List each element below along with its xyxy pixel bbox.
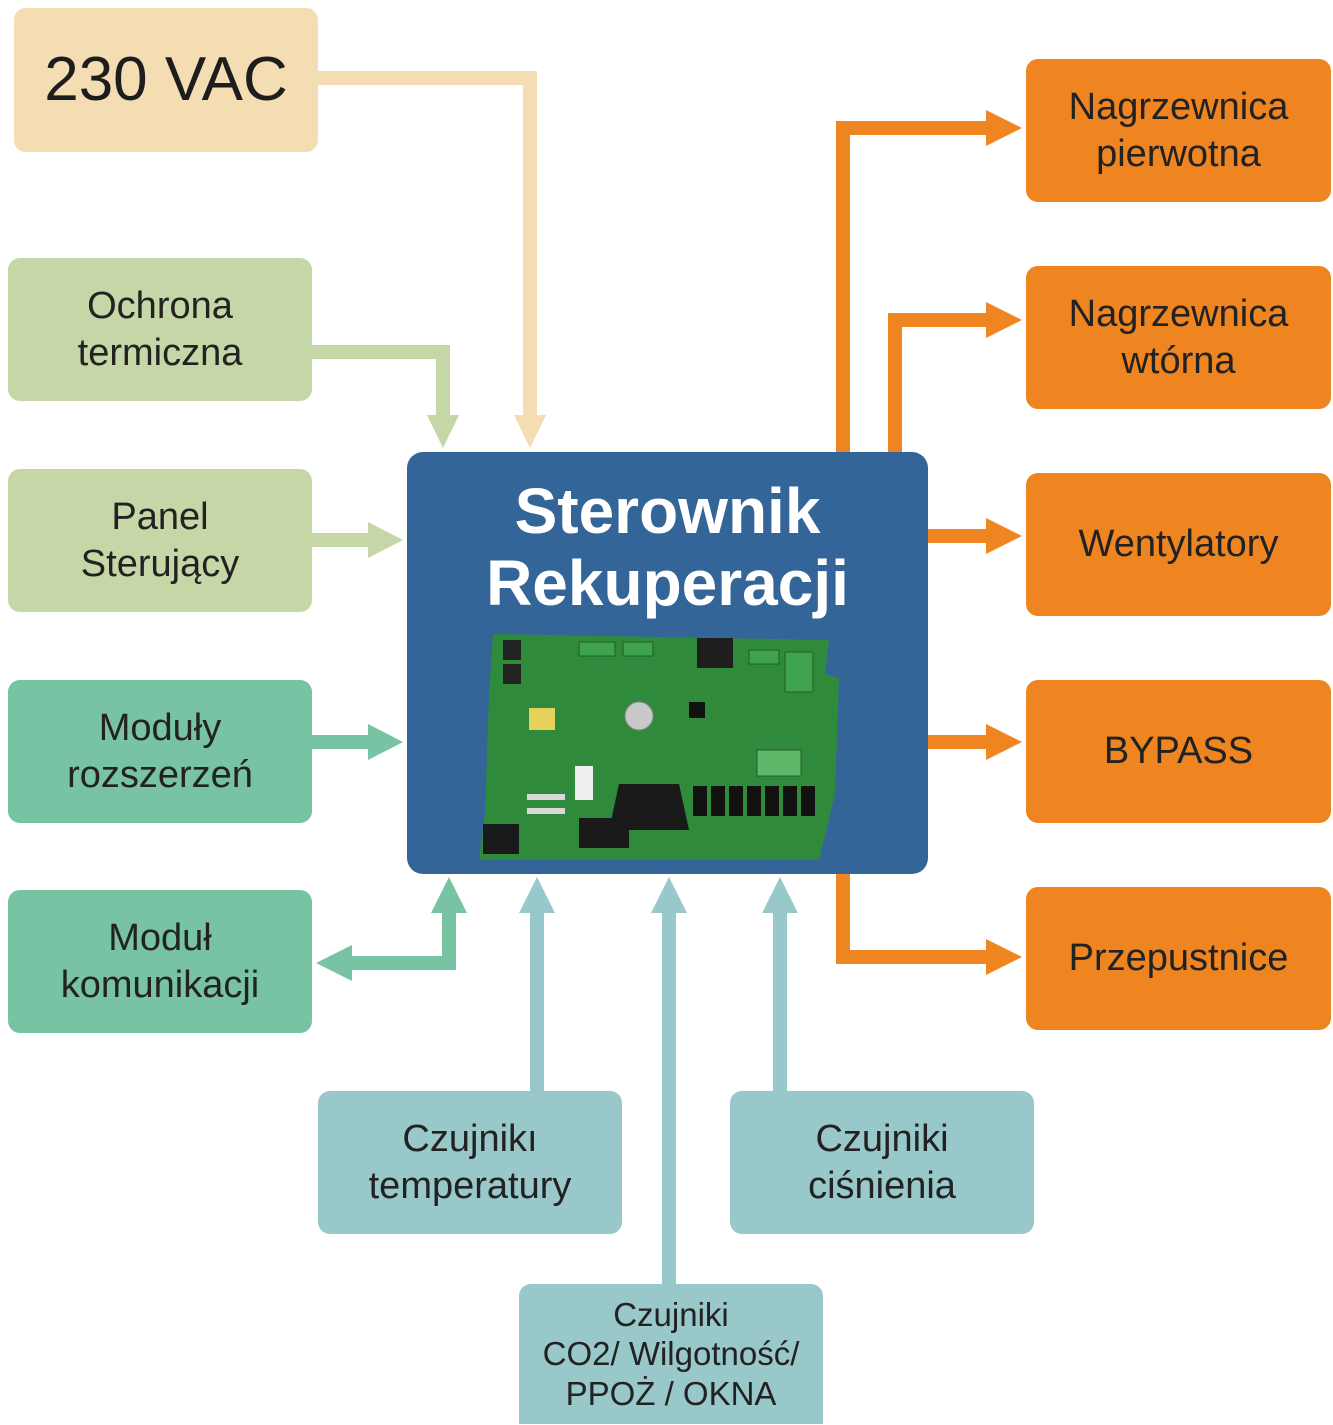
control-panel-line1: Panel [111, 496, 209, 539]
arrowhead-comm-left [316, 945, 352, 981]
secondary-heater-line1: Nagrzewnica [1068, 293, 1289, 336]
pressure-sensors-box: Czujniki ciśnienia [730, 1091, 1034, 1234]
dampers-label: Przepustnice [1068, 937, 1289, 980]
recuperation-controller-box: Sterownik Rekuperacji [407, 452, 928, 874]
arrowhead-co2 [651, 877, 687, 913]
arrow-thermal-to-controller [312, 345, 450, 418]
arrowhead-comm-up [431, 877, 467, 913]
controller-title-line1: Sterownik [514, 475, 821, 547]
co2-sensors-line2: CO2/ Wilgotność/ [542, 1335, 800, 1373]
co2-sensors-line1: Czujniki [613, 1295, 729, 1333]
control-panel-line2: Sterujący [80, 542, 240, 585]
power-supply-label: 230 VAC [44, 45, 288, 115]
co2-humidity-fire-window-sensors-box: Czujniki CO2/ Wilgotność/ PPOŻ / OKNA [519, 1284, 823, 1424]
temperature-sensors-line2: temperatury [368, 1164, 572, 1207]
arrow-to-secondary-heater [888, 313, 990, 452]
primary-heater-line1: Nagrzewnica [1068, 86, 1289, 129]
primary-heater-box: Nagrzewnica pierwotna [1026, 59, 1331, 202]
thermal-protection-line2: termiczna [77, 331, 243, 374]
arrow-comm-bidirectional [348, 910, 456, 970]
extension-modules-line2: rozszerzeń [67, 753, 253, 796]
temperature-sensors-line1: Czujnikı [402, 1118, 538, 1161]
thermal-protection-line1: Ochrona [87, 285, 233, 328]
arrowhead-primary-heater [986, 110, 1022, 146]
co2-sensors-line3: PPOŻ / OKNA [565, 1374, 777, 1412]
pressure-sensors-line1: Czujniki [815, 1118, 949, 1161]
communication-module-box: Moduł komunikacji [8, 890, 312, 1033]
arrowhead-modules [368, 724, 403, 760]
arrow-to-primary-heater [836, 121, 990, 452]
arrowhead-fans [986, 518, 1022, 554]
temperature-sensors-box: Czujnikı temperatury [318, 1091, 622, 1234]
arrowhead-temp [519, 877, 555, 913]
secondary-heater-box: Nagrzewnica wtórna [1026, 266, 1331, 409]
arrowhead-panel [368, 522, 403, 558]
bypass-label: BYPASS [1103, 730, 1254, 773]
thermal-protection-box: Ochrona termiczna [8, 258, 312, 401]
pcb-board-image [479, 634, 839, 860]
extension-modules-box: Moduły rozszerzeń [8, 680, 312, 823]
communication-module-line1: Moduł [108, 917, 212, 960]
control-panel-box: Panel Sterujący [8, 469, 312, 612]
arrow-to-dampers [836, 874, 990, 964]
pressure-sensors-line2: ciśnienia [808, 1164, 956, 1207]
communication-module-line2: komunikacji [60, 963, 260, 1006]
controller-title-line2: Rekuperacji [486, 546, 849, 619]
fans-label: Wentylatory [1078, 523, 1279, 566]
fans-box: Wentylatory [1026, 473, 1331, 616]
arrow-power-to-controller [318, 71, 537, 418]
arrowhead-pressure [762, 877, 798, 913]
arrowhead-bypass [986, 724, 1022, 760]
dampers-box: Przepustnice [1026, 887, 1331, 1030]
secondary-heater-line2: wtórna [1121, 339, 1236, 382]
extension-modules-line1: Moduły [98, 707, 222, 750]
arrowhead-thermal [427, 415, 459, 448]
bypass-box: BYPASS [1026, 680, 1331, 823]
power-supply-box: 230 VAC [14, 8, 318, 152]
arrowhead-dampers [986, 939, 1022, 975]
arrowhead-secondary-heater [986, 302, 1022, 338]
primary-heater-line2: pierwotna [1096, 132, 1261, 175]
arrowhead-power [514, 415, 546, 448]
